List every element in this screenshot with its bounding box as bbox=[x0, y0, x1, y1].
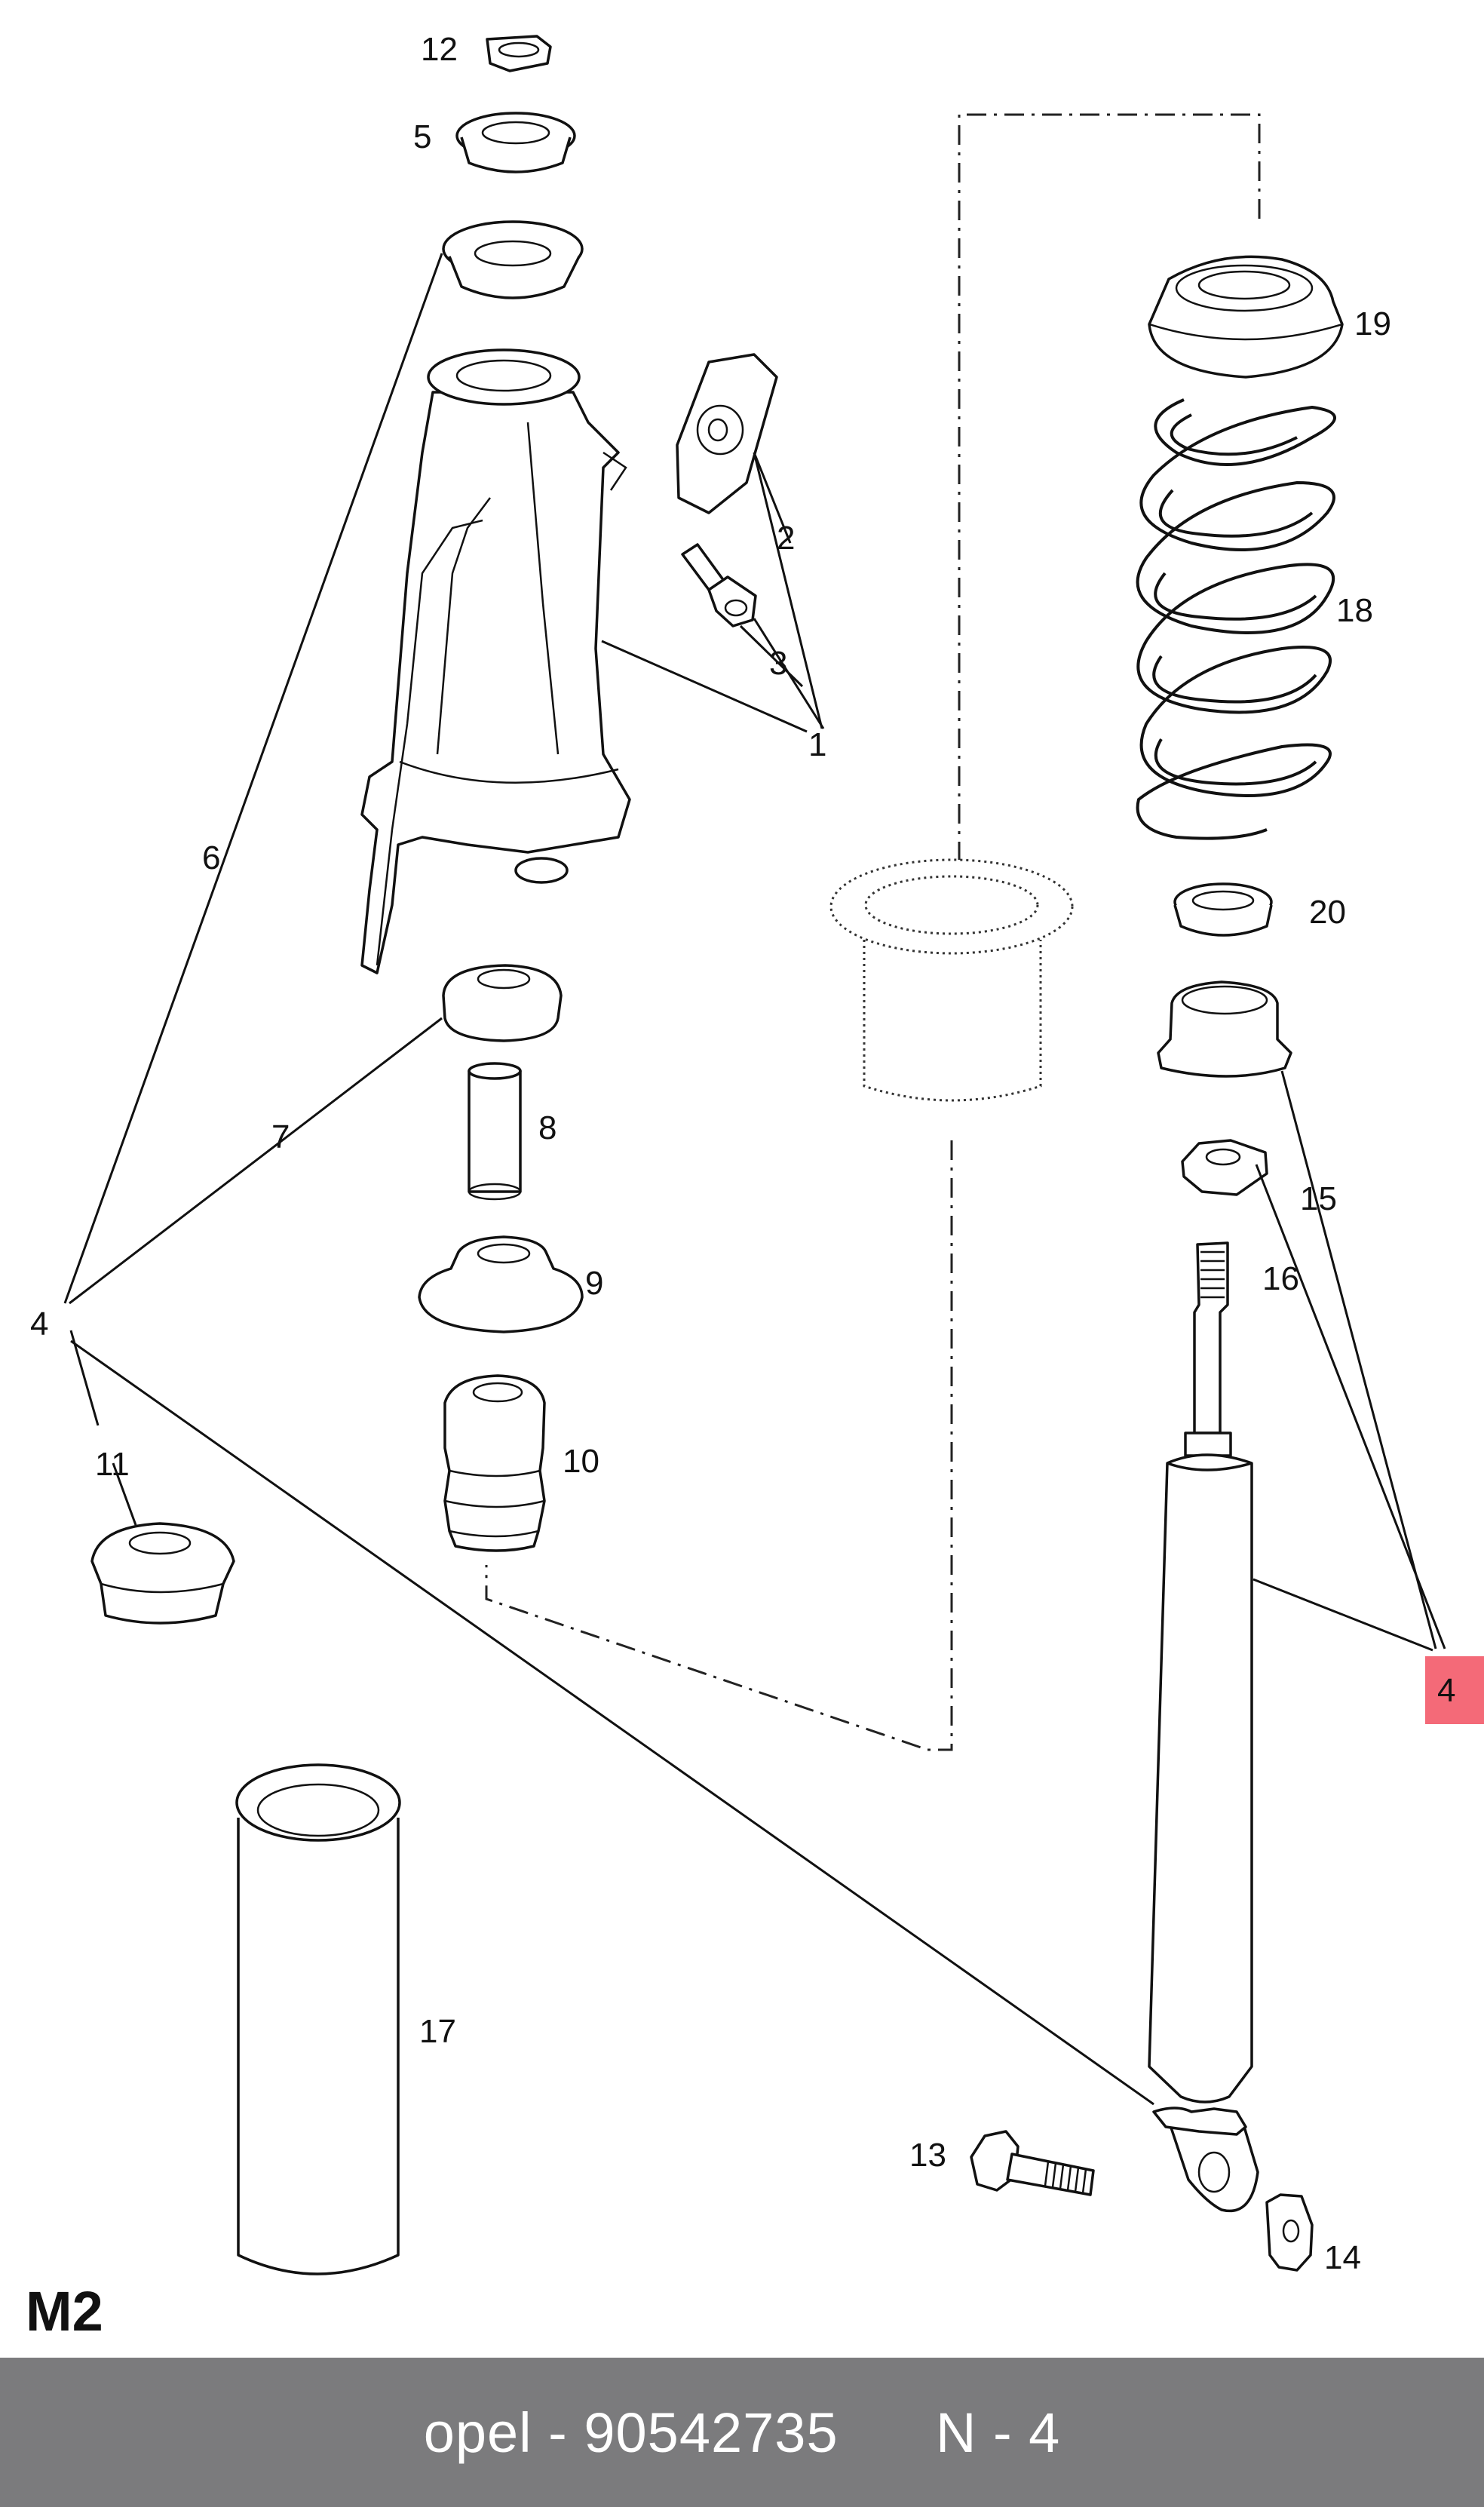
callout-17: 17 bbox=[419, 2013, 456, 2050]
lower-spring-seat-part-20 bbox=[1173, 882, 1273, 937]
mount-plate-part-2 bbox=[676, 353, 778, 514]
assembly-lines bbox=[485, 113, 1261, 1751]
callout-13: 13 bbox=[909, 2137, 946, 2174]
callout-14: 14 bbox=[1324, 2239, 1361, 2276]
exploded-parts-diagram: 12 5 2 3 1 6 7 8 9 10 4 11 19 18 20 15 1… bbox=[26, 31, 1484, 2343]
upper-spring-seat-part-19 bbox=[1148, 255, 1344, 379]
optional-pad-dotted bbox=[829, 858, 1074, 1102]
group-label: M2 bbox=[26, 2280, 103, 2343]
callout-11: 11 bbox=[95, 1446, 130, 1483]
callout-8: 8 bbox=[538, 1109, 556, 1146]
shock-absorber-part-4 bbox=[1148, 1241, 1259, 2213]
protective-boot-part-17 bbox=[235, 1763, 401, 2275]
upper-bushing-part-7 bbox=[442, 964, 563, 1042]
callout-4-left: 4 bbox=[30, 1306, 48, 1342]
coil-spring-part-18 bbox=[1136, 398, 1336, 840]
callout-6: 6 bbox=[202, 839, 220, 876]
callout-labels: 12 5 2 3 1 6 7 8 9 10 4 11 19 18 20 15 1… bbox=[30, 31, 1455, 2276]
insulator-part-6 bbox=[442, 220, 584, 299]
callout-18: 18 bbox=[1336, 592, 1373, 629]
callout-16: 16 bbox=[1262, 1260, 1299, 1297]
callout-3: 3 bbox=[769, 645, 787, 682]
callout-12: 12 bbox=[421, 31, 458, 68]
strut-tower-part-1 bbox=[360, 348, 631, 974]
callout-4-highlighted: 4 bbox=[1437, 1672, 1455, 1709]
sleeve-part-8 bbox=[468, 1062, 522, 1201]
callout-2: 2 bbox=[777, 520, 795, 557]
callout-5: 5 bbox=[413, 118, 431, 155]
callout-9: 9 bbox=[585, 1265, 603, 1302]
bump-stop-part-10 bbox=[443, 1374, 546, 1552]
callout-19: 19 bbox=[1354, 305, 1391, 342]
bolt-part-13 bbox=[970, 2130, 1095, 2196]
callout-7: 7 bbox=[271, 1118, 290, 1155]
callout-1: 1 bbox=[808, 726, 826, 763]
nut-part-16 bbox=[1181, 1139, 1268, 1196]
callout-20: 20 bbox=[1309, 894, 1346, 931]
part-number-caption: opel - 90542735 N - 4 bbox=[423, 2401, 1061, 2464]
dust-cap-part-15 bbox=[1157, 980, 1292, 1078]
leader-lines bbox=[63, 253, 1446, 2106]
washer-part-5 bbox=[455, 112, 576, 173]
bushing-part-11 bbox=[90, 1522, 235, 1625]
lower-bushing-part-9 bbox=[418, 1235, 584, 1333]
callout-15: 15 bbox=[1300, 1180, 1337, 1217]
callout-10: 10 bbox=[563, 1443, 599, 1480]
footer-bar: opel - 90542735 N - 4 bbox=[0, 2358, 1484, 2507]
highlighted-callout-box bbox=[1425, 1656, 1484, 1724]
bolt-part-3 bbox=[681, 543, 757, 628]
nut-plate-part-14 bbox=[1265, 2193, 1314, 2272]
nut-part-12 bbox=[486, 35, 552, 72]
